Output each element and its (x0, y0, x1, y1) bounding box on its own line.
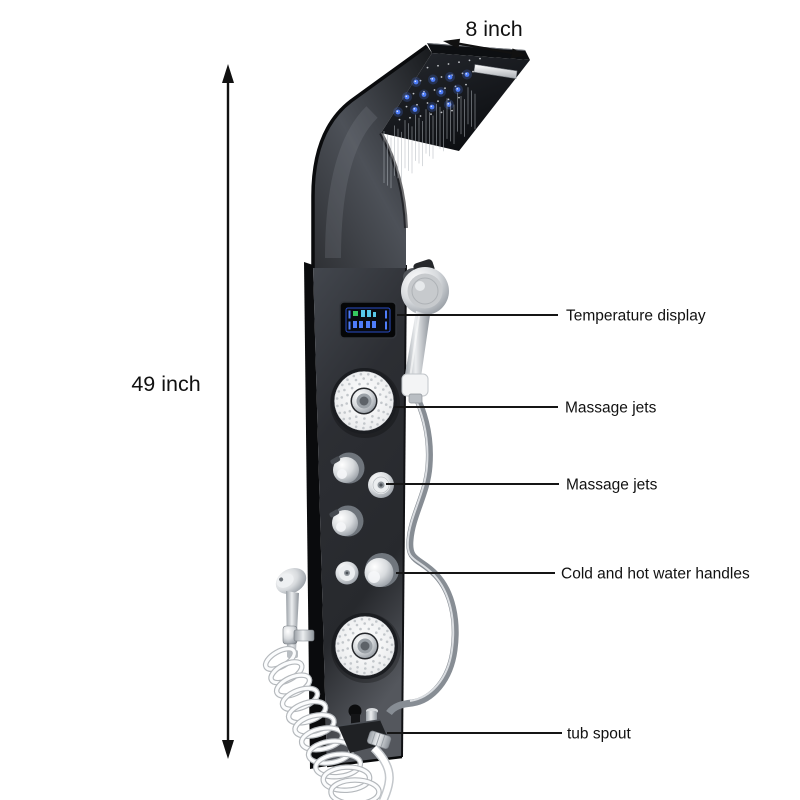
small-jet-hole (345, 571, 349, 575)
diverter-stem (351, 714, 360, 724)
callout-massage-jets-2: Massage jets (386, 477, 658, 494)
knob-glint (337, 469, 347, 479)
handle-glint (368, 571, 380, 583)
panel-bottom-edge (326, 755, 403, 768)
panel-right-edge (401, 264, 407, 758)
sprayer-face (276, 573, 294, 588)
hand-shower-face (407, 273, 443, 309)
massage-jet-bottom (331, 613, 401, 683)
lcd-digit (359, 321, 363, 328)
spout-nozzle-ridges (370, 731, 386, 748)
water-streams (383, 87, 476, 189)
lcd-icon (353, 311, 358, 316)
neck-outer-edge (311, 44, 429, 268)
hose-nut (408, 393, 423, 404)
small-massage-jet (368, 472, 394, 498)
callout-label: Massage jets (566, 477, 658, 494)
waterfall-outlet (473, 64, 518, 79)
hand-shower (386, 259, 459, 716)
width-dimension-label: 8 inch (465, 17, 522, 41)
led-lights (393, 69, 472, 117)
temperature-display (339, 301, 397, 339)
height-dimension: 49 inch (131, 64, 234, 759)
callout-label: tub spout (567, 726, 631, 743)
hose-highlight (406, 391, 455, 702)
hand-shower-handle (404, 311, 430, 384)
lcd-mark (348, 321, 351, 330)
lcd-digit (353, 321, 357, 328)
callout-label: Cold and hot water handles (561, 566, 750, 583)
head-underside (381, 53, 530, 151)
jet-dot-ring (336, 617, 394, 675)
volume-knob-lower (329, 505, 364, 537)
bidet-sprayer (262, 568, 382, 800)
panel-neck (313, 46, 432, 268)
neck-inner-shadow (379, 132, 408, 229)
tub-spout-hose (371, 745, 393, 800)
callout-label: Temperature display (566, 308, 706, 325)
neck-sheen (325, 106, 378, 259)
lcd-mark (348, 310, 351, 319)
spout-body-edge (337, 719, 381, 727)
lcd-digit (373, 312, 376, 317)
tub-spout (337, 704, 394, 800)
lcd-digit (366, 321, 370, 328)
volume-knob-upper (330, 452, 365, 484)
callout-tub-spout: tub spout (387, 726, 631, 743)
width-arrowhead-left (443, 38, 461, 49)
height-arrowhead-top (222, 64, 234, 83)
handle-glint (409, 315, 420, 379)
hand-shower-glint (415, 281, 425, 291)
width-dimension-line (451, 41, 518, 56)
rainfall-shower-head (381, 43, 530, 189)
water-handle (364, 553, 399, 587)
lcd-digit (367, 310, 371, 317)
height-dimension-label: 49 inch (131, 372, 200, 396)
sprayer-bracket (293, 629, 315, 642)
lcd-digit (361, 310, 365, 317)
jet-center-core (360, 641, 370, 651)
massage-jet-top (330, 368, 400, 438)
callout-water-handles: Cold and hot water handles (396, 566, 750, 583)
knob-glint (336, 522, 346, 532)
lcd-mark (385, 321, 387, 330)
hand-shower-face-ring (411, 277, 439, 305)
height-arrowhead-bottom (222, 740, 234, 759)
panel-side-edge (304, 262, 327, 769)
jet-center-core (359, 396, 369, 406)
coiled-hose (262, 645, 382, 800)
callout-massage-jets-1: Massage jets (394, 400, 657, 417)
knob-lever (329, 509, 340, 518)
callout-temperature-display: Temperature display (397, 308, 706, 325)
knob-lever (330, 456, 341, 465)
lcd-mark (385, 310, 387, 319)
hand-shower-holder-clip (401, 373, 429, 397)
small-massage-jet-2 (335, 561, 359, 585)
head-top-slab (427, 43, 530, 60)
width-dimension: 8 inch (443, 17, 526, 59)
nozzle-dots (398, 57, 481, 121)
width-arrowhead-right (510, 48, 526, 59)
handle-face (364, 558, 394, 587)
hand-shower-hose (386, 390, 459, 716)
jet-dot-ring (335, 372, 393, 430)
callout-label: Massage jets (565, 400, 657, 417)
lcd-digit (372, 321, 376, 328)
small-jet-hole (379, 483, 383, 487)
sprayer-nozzle (279, 577, 284, 582)
